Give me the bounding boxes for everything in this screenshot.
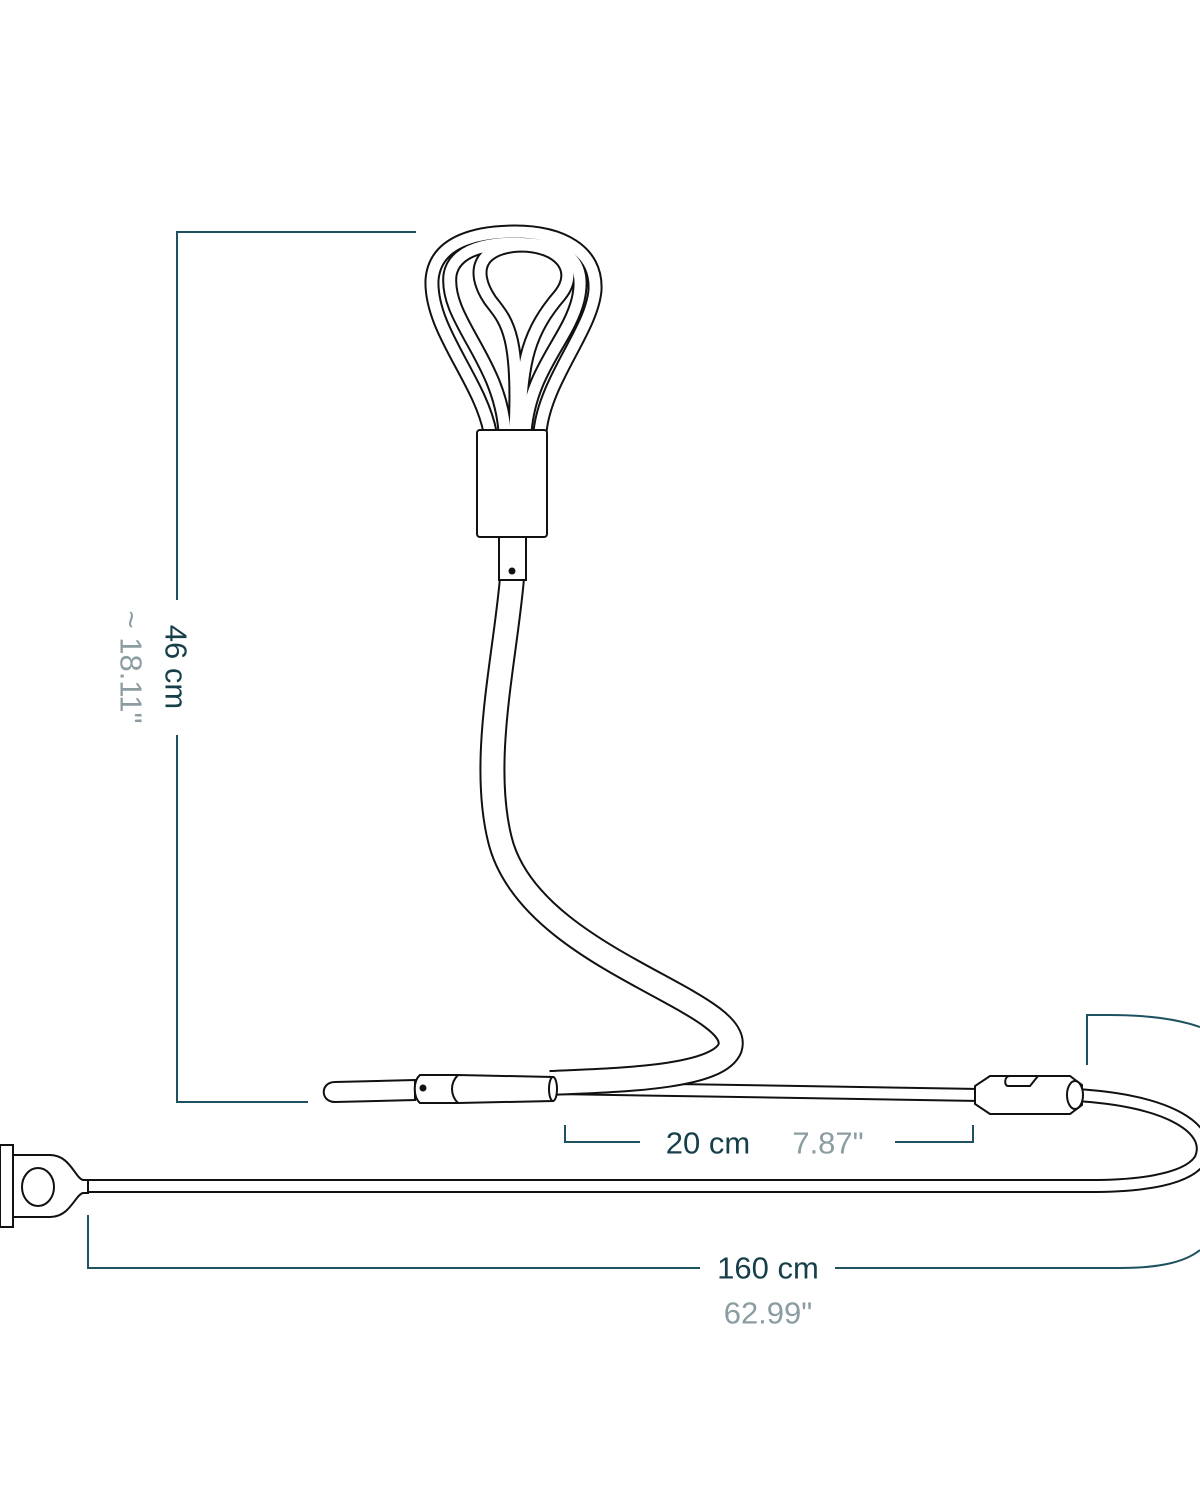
base-sleeve (451, 1073, 554, 1105)
bulb-loops (424, 224, 603, 434)
cable-imperial-label: 62.99" (723, 1295, 813, 1331)
lamp-parts (0, 429, 1084, 1228)
height-imperial-label: ~ 18.11" (113, 610, 149, 724)
cable (85, 576, 1200, 1193)
base-metric-label: 20 cm (665, 1125, 751, 1161)
socket-neck (498, 536, 527, 581)
cable-loop-dimension-line (1086, 1014, 1200, 1065)
cable-dimension-line (87, 1215, 1200, 1269)
base-imperial-label: 7.87" (792, 1125, 864, 1161)
inline-switch (974, 1075, 1083, 1115)
height-metric-label: 46 cm (158, 624, 194, 710)
cable-metric-label: 160 cm (717, 1250, 819, 1286)
dimension-lines (87, 231, 1200, 1269)
base-dimension-line (564, 1125, 974, 1143)
base-ring (413, 1074, 458, 1104)
height-dimension-line (176, 231, 416, 1103)
switch-button (1004, 1075, 1041, 1087)
plug-head (0, 1144, 14, 1228)
base-tip (322, 1078, 416, 1104)
bulb-socket (476, 429, 548, 538)
